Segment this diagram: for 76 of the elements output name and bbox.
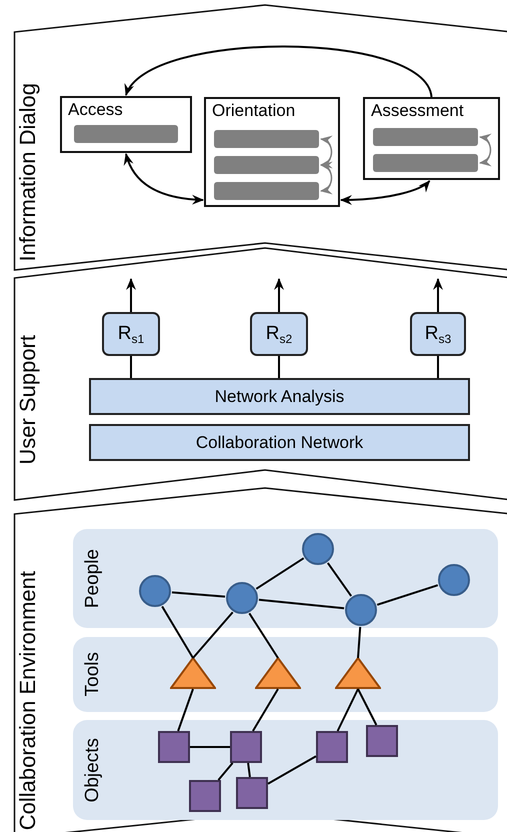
band-label: Information Dialog [17,83,39,262]
connector-line [248,612,279,659]
triangle-node [335,657,381,689]
placeholder-bar [214,156,319,174]
triangle-node [255,657,301,689]
process-box [60,96,192,153]
loop-arrow [320,137,333,167]
connector-line [268,755,316,785]
process-box [363,97,500,180]
connector-line [190,746,230,748]
square-node [316,731,348,763]
band-label: Collaboration Environment [17,570,39,830]
arrow [124,153,204,204]
arrow [274,278,284,312]
connector-line [247,762,251,778]
connector-line [192,612,234,659]
circle-node [139,575,171,607]
circle-node [226,582,258,614]
result-box [250,312,308,356]
connector-line [177,688,194,732]
square-node [230,731,262,763]
square-node [189,780,221,812]
box-label: R$_{s3}$ [424,322,452,346]
triangle-node [170,657,216,689]
arrow [125,46,432,98]
connector-line [218,762,234,781]
result-box [102,312,160,356]
loop-arrow [479,135,492,165]
chevron-band [14,488,507,832]
square-node [236,777,268,809]
box-title: Access [68,100,123,120]
connector-line [172,591,226,598]
placeholder-bar [373,154,478,172]
connector-line [278,356,280,378]
connector-line [130,356,132,378]
connector-line [258,598,344,610]
connector-line [161,606,194,659]
connector-line [357,626,362,658]
circle-node [438,564,470,596]
placeholder-bar [214,130,319,148]
connector-line [256,557,304,590]
connector-line [357,688,378,726]
result-box [410,312,466,356]
layer-panel [73,529,498,628]
box-label: R$_{s2}$ [266,322,292,346]
box-label: Network Analysis [214,386,344,406]
square-node [158,731,190,763]
chevron-band [14,5,507,270]
arrow [126,278,136,312]
box-label: Collaboration Network [196,432,364,452]
layer-box [89,424,470,461]
placeholder-bar [214,182,319,200]
layer-panel [73,720,498,820]
circle-node [345,594,377,626]
arrow [433,278,443,312]
connector-line [336,688,359,732]
process-box [204,97,340,207]
layer-panel [73,637,498,712]
band-label: User Support [17,335,39,465]
layer-label: People [83,548,102,608]
connector-line [437,356,439,378]
layer-label: Tools [83,652,102,697]
placeholder-bar [373,128,478,146]
layer-label: Objects [83,738,102,802]
layer-box [89,378,470,415]
square-node [366,725,398,757]
circle-node [302,533,334,565]
connector-line [326,562,352,597]
connector-line [376,584,438,606]
box-title: Assessment [371,101,464,121]
arrow [340,180,430,205]
connector-line [252,688,279,732]
loop-arrow [320,163,333,193]
box-label: R$_{s1}$ [118,322,144,346]
placeholder-bar [74,125,178,143]
box-title: Orientation [212,101,296,121]
